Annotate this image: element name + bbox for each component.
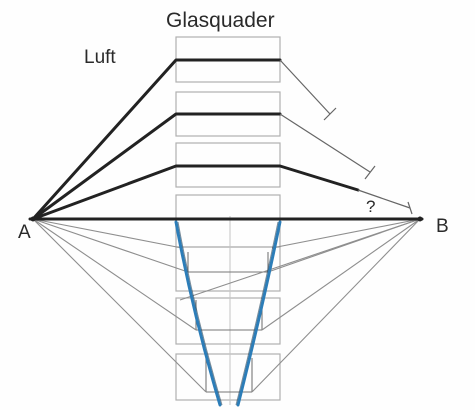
inner-frame-1 xyxy=(187,252,269,273)
blue-curve-right-edge xyxy=(235,221,279,406)
pencil-rays xyxy=(32,218,421,393)
point-b-label: B xyxy=(436,216,449,237)
blue-curve-right xyxy=(236,220,282,407)
ink-paths xyxy=(28,58,424,221)
glass-slab-8 xyxy=(175,353,281,401)
point-a-label: A xyxy=(18,222,31,243)
medium-label: Luft xyxy=(84,47,116,68)
exit-rays xyxy=(279,59,413,215)
blue-curve-left xyxy=(174,220,222,407)
blue-curves-shadow xyxy=(177,221,279,406)
ray-b-5 xyxy=(179,218,421,301)
blue-curves xyxy=(174,220,282,407)
ray-b-3 xyxy=(251,218,421,393)
ray-b-2 xyxy=(261,218,421,331)
question-mark: ? xyxy=(366,197,375,216)
light-path-3 xyxy=(31,164,360,221)
inner-frame-2 xyxy=(195,300,263,331)
glass-block-upper xyxy=(175,36,281,220)
exit-ray-3 xyxy=(357,189,411,209)
ray-a-4 xyxy=(32,218,183,249)
light-path-2 xyxy=(31,112,282,221)
exit-tick-1 xyxy=(323,107,337,121)
point-a-marker xyxy=(30,216,36,222)
glass-slab-7 xyxy=(175,297,281,345)
ray-a-1 xyxy=(32,218,189,273)
point-b-marker xyxy=(417,216,423,222)
ray-a-3 xyxy=(32,218,207,393)
exit-tick-3 xyxy=(407,201,413,215)
exit-ray-1 xyxy=(279,59,331,115)
glass-slab-6 xyxy=(175,246,281,292)
glass-block-lower xyxy=(175,216,281,405)
diagram-title: Glasquader xyxy=(166,9,275,32)
inner-frame-3 xyxy=(205,358,253,393)
exit-tick-2 xyxy=(364,165,376,180)
glass-slab-4 xyxy=(175,194,281,220)
exit-ray-2 xyxy=(279,113,371,173)
glass-slab-5 xyxy=(175,218,281,248)
ray-a-2 xyxy=(32,218,197,331)
light-path-1 xyxy=(31,58,282,221)
ray-b-4 xyxy=(271,218,421,249)
blue-curve-left-edge xyxy=(177,221,223,406)
